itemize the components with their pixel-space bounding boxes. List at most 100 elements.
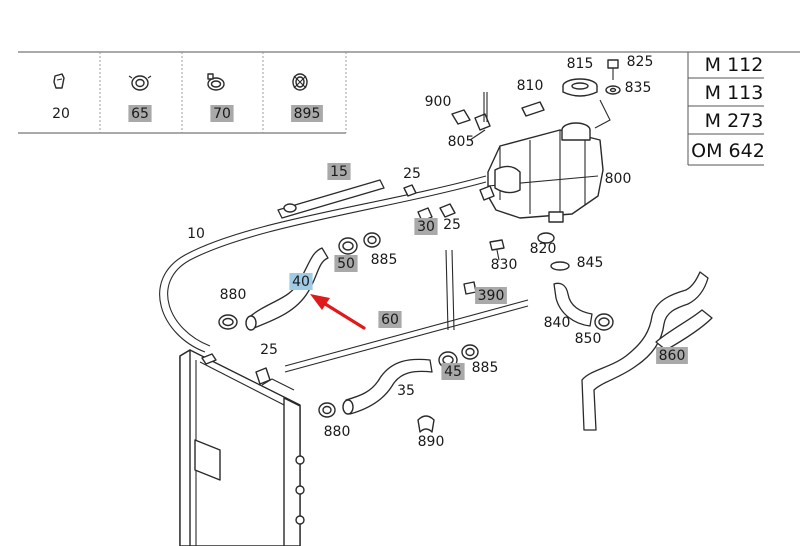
leader-805 [469, 129, 486, 141]
callout-25: 25 [260, 342, 278, 358]
plug-820 [537, 232, 555, 244]
callout-label: 805 [448, 134, 475, 150]
sensor-900 [451, 92, 491, 131]
part-highlight [334, 255, 358, 272]
hose-clamp-icon [207, 73, 225, 91]
part-highlight [128, 105, 152, 122]
callout-25: 25 [403, 166, 421, 182]
callout-15[interactable]: 15 [327, 163, 351, 180]
callout-845: 845 [577, 255, 604, 271]
engine-m113: M 113 [705, 82, 764, 104]
callout-895[interactable]: 895 [291, 105, 323, 122]
callout-label: 35 [397, 383, 415, 399]
callout-label: 45 [444, 364, 462, 380]
hose-35 [345, 358, 433, 415]
pointer-arrow [310, 294, 366, 330]
part-highlight [378, 311, 402, 328]
hose-15 [277, 179, 385, 219]
callout-label: 885 [371, 252, 398, 268]
callout-label: 900 [425, 94, 452, 110]
hose-10-inner [167, 181, 487, 347]
engine-m273: M 273 [705, 110, 764, 132]
callout-65[interactable]: 65 [128, 105, 152, 122]
callout-label: 840 [544, 315, 571, 331]
callout-label: 40 [292, 274, 310, 290]
callout-45[interactable]: 45 [441, 363, 465, 380]
expansion-tank [479, 122, 604, 223]
callout-70[interactable]: 70 [210, 105, 234, 122]
selected-highlight [289, 273, 313, 290]
callout-label: 800 [605, 171, 632, 187]
callout-900: 900 [425, 94, 452, 110]
callout-label: 65 [131, 106, 149, 122]
clip-25-a [403, 184, 417, 197]
pipe-60-branch [445, 249, 455, 331]
callout-label: 880 [324, 424, 351, 440]
clip-890 [417, 415, 435, 433]
callout-810: 810 [517, 78, 544, 94]
callout-390[interactable]: 390 [475, 287, 507, 304]
callout-860[interactable]: 860 [656, 347, 688, 364]
callout-35: 35 [397, 383, 415, 399]
callout-label: 390 [478, 288, 505, 304]
spring-clamp-icon [292, 73, 308, 91]
callout-835: 835 [625, 80, 652, 96]
callout-825: 825 [627, 54, 654, 70]
callout-30[interactable]: 30 [414, 218, 438, 235]
callout-label: 25 [403, 166, 421, 182]
callout-label: 845 [577, 255, 604, 271]
hose-40 [247, 247, 329, 329]
callout-label: 825 [627, 54, 654, 70]
callout-880: 880 [220, 287, 247, 303]
engine-om642: OM 642 [691, 140, 765, 162]
part-highlight [441, 363, 465, 380]
bolt-830 [489, 239, 505, 261]
callout-880: 880 [324, 424, 351, 440]
callout-800: 800 [605, 171, 632, 187]
part-highlight [291, 105, 323, 122]
tube-810 [521, 101, 545, 117]
clip-390 [463, 281, 477, 295]
hose-10 [159, 175, 487, 353]
callout-885: 885 [472, 360, 499, 376]
callout-850: 850 [575, 331, 602, 347]
legend-strip: 20 65 70 895 M 112 M 113 M 273 OM 642 [18, 51, 800, 166]
washer-835 [605, 85, 621, 95]
part-highlight [656, 347, 688, 364]
hose-860 [581, 271, 709, 431]
callout-805: 805 [448, 134, 475, 150]
part-highlight [210, 105, 234, 122]
callout-820: 820 [530, 241, 557, 257]
part-highlight [327, 163, 351, 180]
callout-815: 815 [567, 56, 594, 72]
callout-label: 810 [517, 78, 544, 94]
callout-label: 20 [52, 106, 70, 122]
callout-label: 15 [330, 164, 348, 180]
callout-25: 25 [443, 217, 461, 233]
callout-label: 815 [567, 56, 594, 72]
hose-840 [553, 282, 593, 327]
callout-890: 890 [418, 434, 445, 450]
callout-label: 820 [530, 241, 557, 257]
callout-60[interactable]: 60 [378, 311, 402, 328]
tube-835-link [594, 99, 611, 129]
callout-label: 880 [220, 287, 247, 303]
callout-885: 885 [371, 252, 398, 268]
clip-25-b [439, 203, 456, 218]
callout-40[interactable]: 40 [289, 273, 313, 290]
radiator [179, 349, 305, 546]
pipe-60 [284, 305, 529, 373]
clip-icon [53, 73, 65, 89]
callout-50[interactable]: 50 [334, 255, 358, 272]
callout-label: 60 [381, 312, 399, 328]
callout-label: 25 [443, 217, 461, 233]
callout-label: 70 [213, 106, 231, 122]
callout-label: 50 [337, 256, 355, 272]
part-highlight [414, 218, 438, 235]
engine-table: M 112 M 113 M 273 OM 642 [687, 52, 765, 166]
callout-label: 30 [417, 219, 435, 235]
callout-840: 840 [544, 315, 571, 331]
cap-815 [562, 78, 598, 97]
